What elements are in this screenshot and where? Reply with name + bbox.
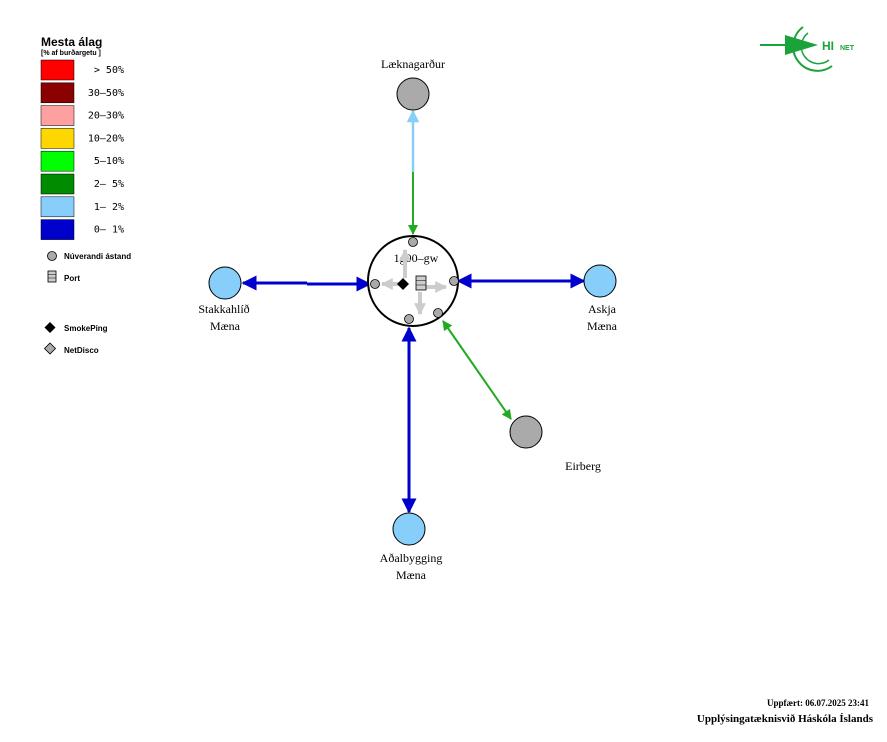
hinet-logo: HI NET bbox=[760, 26, 855, 72]
legend-smokeping: SmokePing bbox=[64, 324, 108, 333]
node-askja-label-1: Askja bbox=[588, 302, 617, 316]
legend-range-label: 0– 1% bbox=[94, 225, 124, 236]
port-state-top[interactable] bbox=[408, 237, 418, 247]
node-stakkahlid-label-1: Stakkahlíð bbox=[198, 302, 249, 316]
current-state-icon bbox=[47, 251, 57, 261]
logo-text-main: HI bbox=[822, 39, 834, 53]
legend-range-label: 10–20% bbox=[88, 133, 124, 144]
node-eirberg[interactable]: Eirberg bbox=[509, 415, 601, 473]
node-stakkahlid-label-2: Mæna bbox=[210, 319, 241, 333]
node-adalbygging-label-2: Mæna bbox=[396, 568, 427, 582]
port-state-left[interactable] bbox=[370, 279, 380, 289]
legend-range-label: 20–30% bbox=[88, 111, 124, 122]
footer-updated: Uppfært: 06.07.2025 23:41 bbox=[767, 698, 869, 708]
legend-range-label: 5–10% bbox=[94, 156, 124, 167]
legend-range-label: 30–50% bbox=[88, 88, 124, 99]
port-state-bottom[interactable] bbox=[404, 314, 414, 324]
legend-range-label: 2– 5% bbox=[94, 179, 124, 190]
legend-swatch bbox=[40, 150, 75, 172]
legend-items: > 50% 30–50% 20–30% 10–20% 5–10% 2– 5% 1– 2% 0–… bbox=[40, 59, 124, 240]
legend-swatch bbox=[40, 219, 75, 240]
node-stakkahlid[interactable]: Stakkahlíð Mæna bbox=[198, 266, 250, 333]
link-eirberg-in bbox=[442, 320, 478, 371]
legend-netdisco: NetDisco bbox=[64, 346, 99, 355]
node-adalbygging-circle[interactable] bbox=[392, 512, 426, 546]
node-laeknagardur[interactable]: Læknagarður bbox=[381, 57, 445, 111]
legend-swatch bbox=[40, 105, 75, 126]
node-adalbygging[interactable]: Aðalbygging Mæna bbox=[380, 512, 443, 582]
legend-current-state: Núverandi ástand bbox=[64, 252, 131, 261]
node-eirberg-circle[interactable] bbox=[509, 415, 543, 449]
legend-subtitle: [% af burðargetu ] bbox=[41, 49, 101, 57]
node-askja-circle[interactable] bbox=[583, 264, 617, 298]
smokeping-icon bbox=[44, 322, 56, 333]
link-stakkahlid[interactable] bbox=[241, 275, 372, 292]
legend-swatch bbox=[40, 128, 75, 149]
link-eirberg[interactable] bbox=[442, 320, 512, 420]
node-laeknagardur-label: Læknagarður bbox=[381, 57, 445, 71]
smokeping-icon[interactable] bbox=[397, 278, 409, 290]
legend-swatch bbox=[40, 196, 75, 218]
node-laeknagardur-circle[interactable] bbox=[396, 77, 430, 111]
port-state-bottom-right[interactable] bbox=[433, 308, 443, 318]
legend-range-label: > 50% bbox=[94, 65, 124, 76]
port-icon[interactable] bbox=[415, 275, 427, 291]
legend: Mesta álag [% af burðargetu ] > 50% 30–50… bbox=[40, 35, 131, 355]
logo-ring-inner bbox=[800, 32, 830, 65]
center-node-ring bbox=[367, 235, 459, 327]
node-eirberg-label: Eirberg bbox=[565, 459, 601, 473]
logo-ring-outer bbox=[792, 26, 833, 72]
legend-swatch bbox=[40, 59, 75, 81]
center-node[interactable]: 1g00–gw bbox=[367, 235, 459, 327]
legend-range-label: 1– 2% bbox=[94, 202, 124, 213]
node-askja-label-2: Mæna bbox=[587, 319, 618, 333]
port-state-right[interactable] bbox=[449, 276, 459, 286]
legend-port: Port bbox=[64, 274, 80, 283]
footer-org: Upplýsingatæknisvið Háskóla Íslands bbox=[697, 713, 874, 725]
links bbox=[241, 109, 586, 514]
logo-arrow-head bbox=[785, 35, 818, 55]
netdisco-icon bbox=[43, 342, 57, 355]
port-icon bbox=[47, 270, 57, 283]
node-adalbygging-label-1: Aðalbygging bbox=[380, 551, 443, 565]
legend-swatch bbox=[40, 173, 75, 195]
link-eirberg-out bbox=[476, 369, 512, 420]
center-node-label: 1g00–gw bbox=[394, 251, 439, 265]
logo-text-sub: NET bbox=[840, 45, 855, 52]
legend-title: Mesta álag bbox=[41, 35, 102, 49]
port-stubs bbox=[380, 248, 448, 316]
node-askja[interactable]: Askja Mæna bbox=[583, 264, 618, 333]
node-stakkahlid-circle[interactable] bbox=[208, 266, 242, 300]
legend-swatch bbox=[40, 82, 75, 104]
